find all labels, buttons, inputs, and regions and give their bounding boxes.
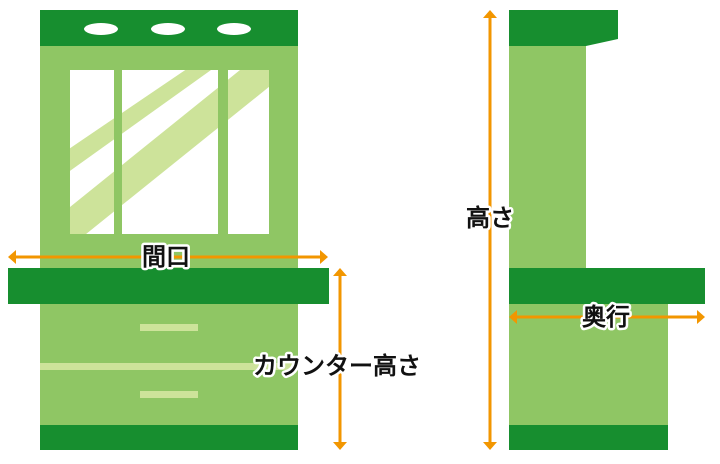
counter-height-arrow	[333, 268, 347, 450]
drawer-handle	[140, 324, 198, 331]
counter-height-label: カウンター高さ	[253, 352, 421, 380]
height-arrow	[483, 10, 497, 450]
light-icon	[84, 23, 118, 35]
light-icon	[151, 23, 185, 35]
side-counter-top	[509, 268, 705, 304]
side-base-plinth	[509, 425, 668, 450]
front-view	[8, 10, 329, 450]
base-plinth	[40, 425, 298, 450]
drawer-divider	[40, 363, 298, 370]
side-lower-body	[509, 304, 668, 425]
side-view	[509, 10, 705, 450]
side-top-crown	[509, 10, 618, 46]
light-icon	[217, 23, 251, 35]
counter-top	[8, 268, 329, 304]
depth-arrow	[509, 310, 705, 324]
width-label: 間口	[142, 243, 190, 271]
depth-label: 奥行	[582, 303, 630, 331]
drawer-handle	[140, 391, 198, 398]
width-arrow	[8, 250, 328, 264]
side-upper-body	[509, 46, 586, 268]
height-label: 高さ	[466, 204, 514, 232]
